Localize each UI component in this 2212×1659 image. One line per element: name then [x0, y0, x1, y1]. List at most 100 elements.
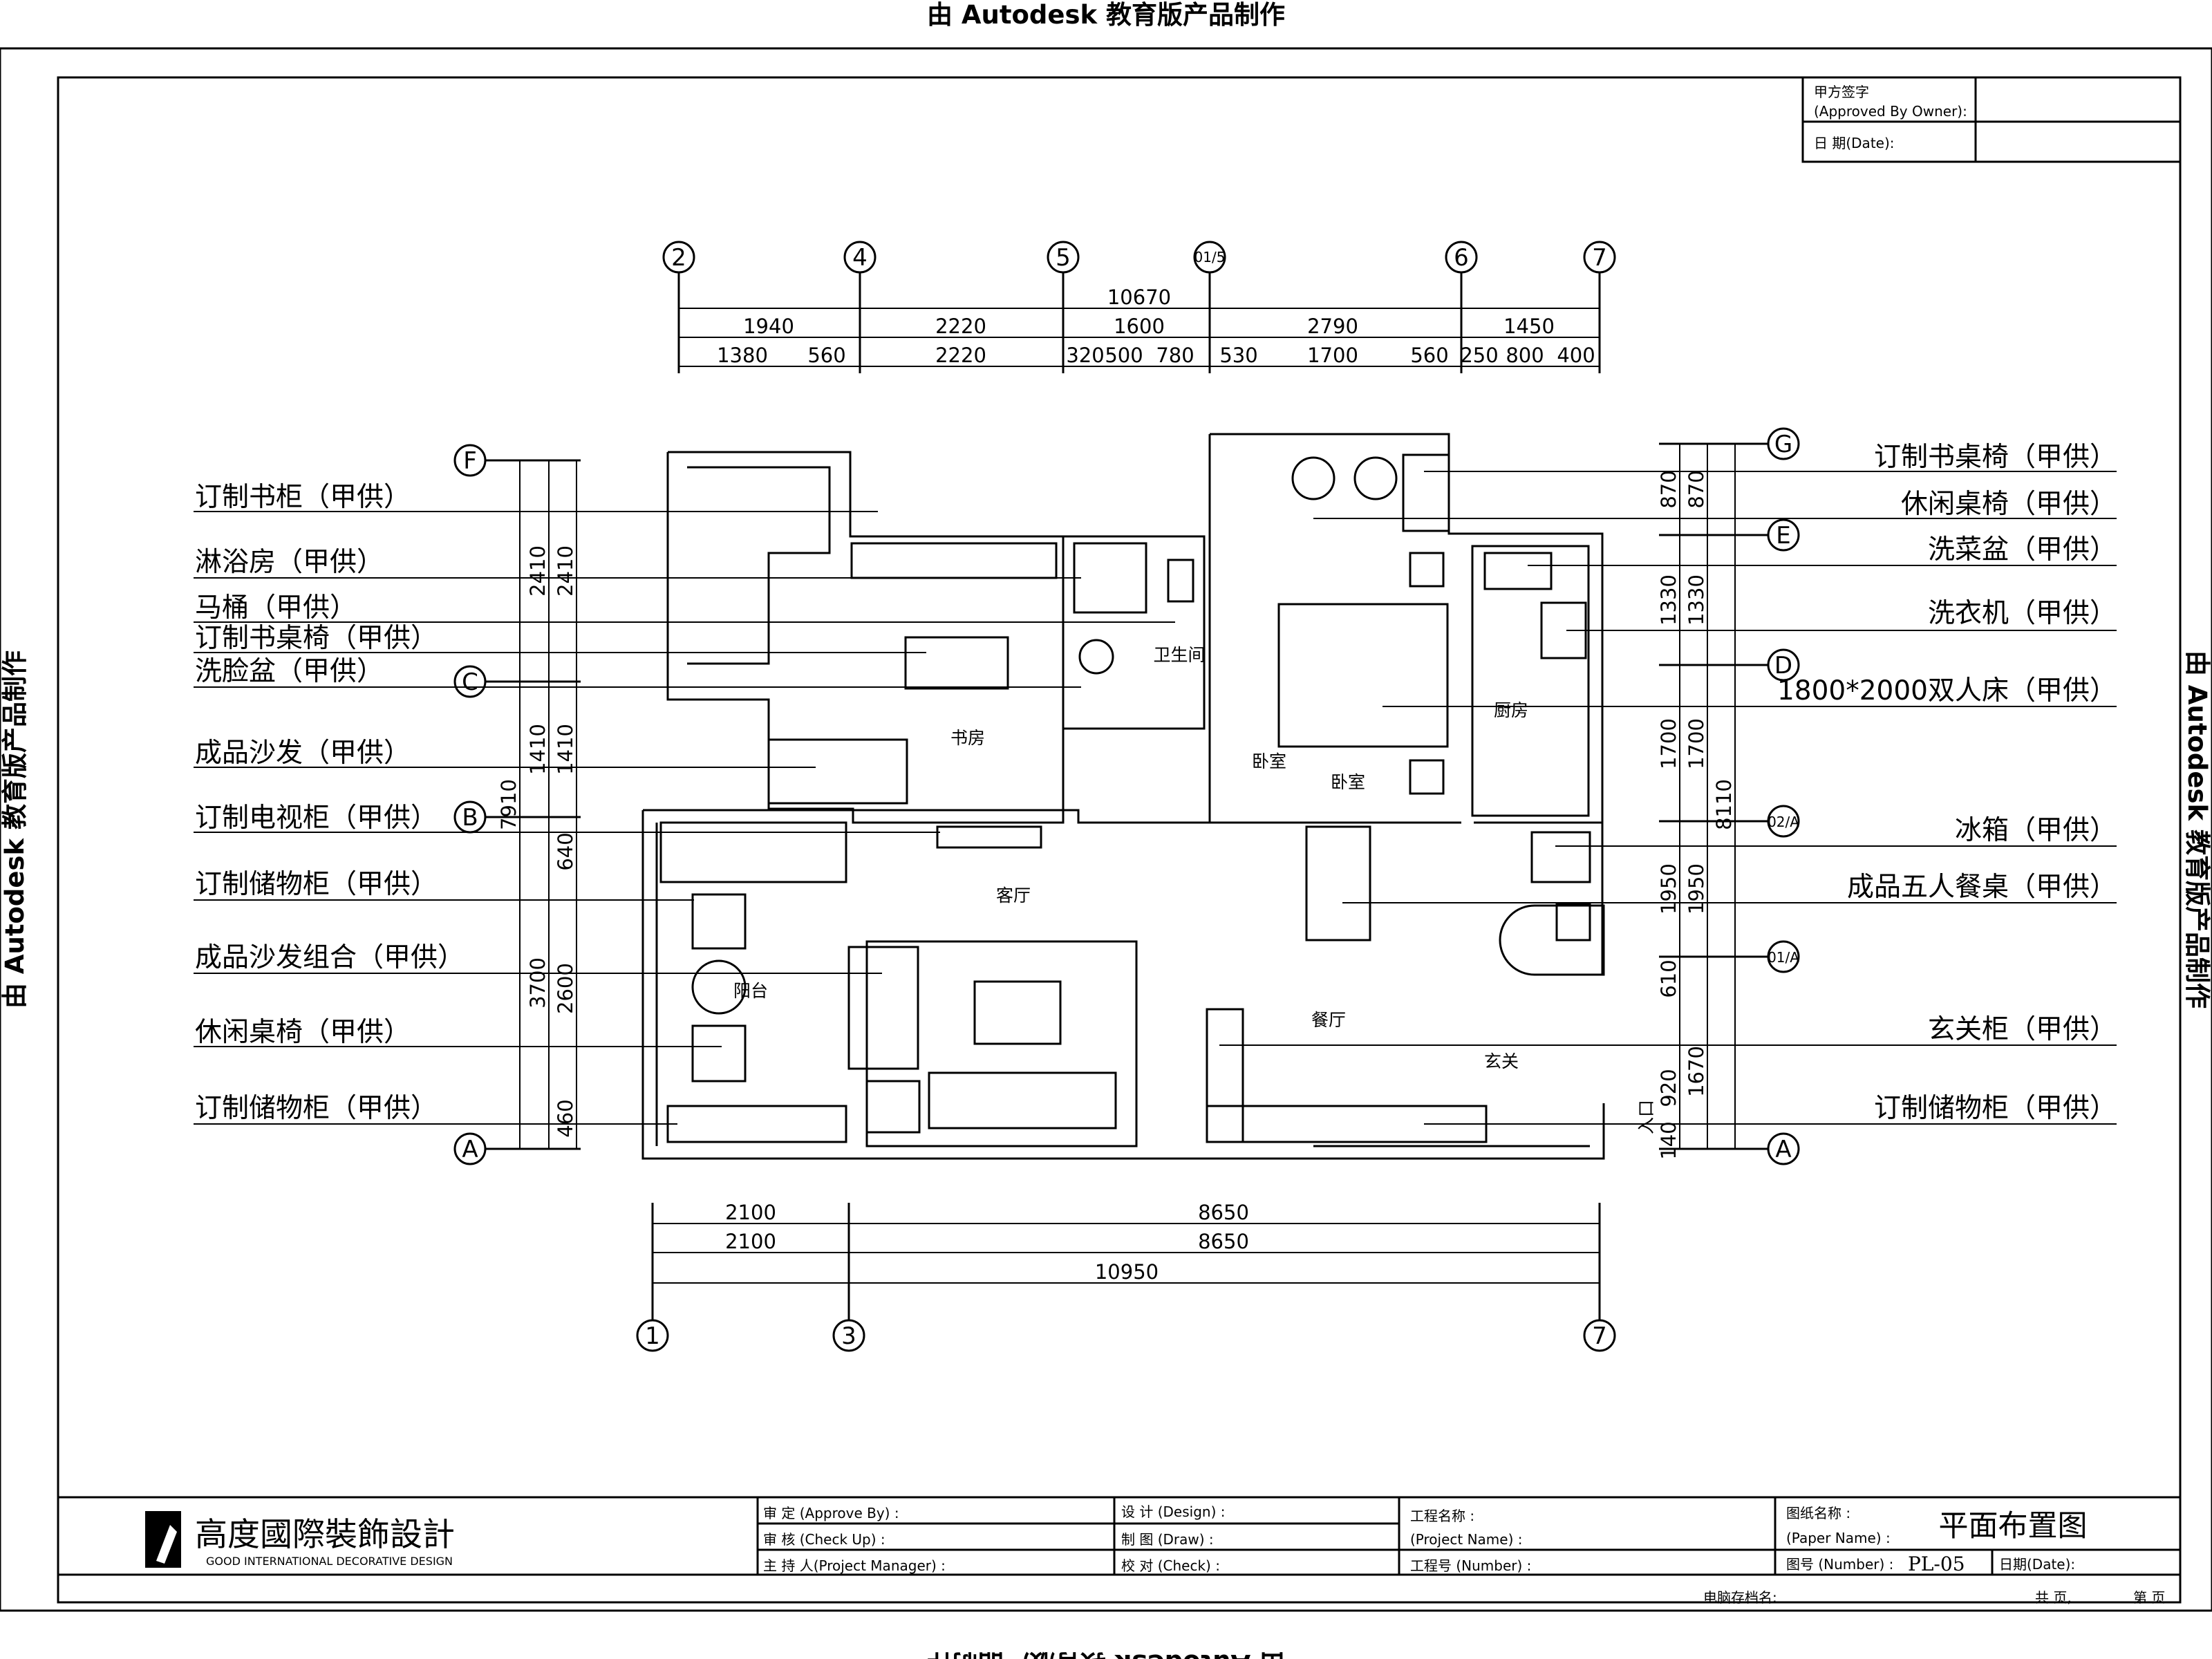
dim-top-530: 530	[1219, 344, 1257, 367]
company-name: 高度國際裝飾設計	[195, 1516, 455, 1554]
tb-manager: 主 持 人(Project Manager) :	[763, 1557, 946, 1574]
watermark-top: 由 Autodesk 教育版产品制作	[927, 0, 1285, 30]
tb-file: 电脑存档名:	[1703, 1589, 1777, 1606]
axis-top-6: 6	[1454, 244, 1469, 272]
label-right-desk-chair: 订制书桌椅（甲供）	[1874, 442, 2117, 473]
tb-paper-name-en: (Paper Name) :	[1786, 1530, 1891, 1546]
label-right-leisure-table: 休闲桌椅（甲供）	[1901, 489, 2117, 520]
company-name-en: GOOD INTERNATIONAL DECORATIVE DESIGN	[206, 1555, 453, 1568]
label-right-dining-table: 成品五人餐桌（甲供）	[1847, 872, 2117, 903]
axis-left-C: C	[462, 668, 478, 696]
room-entry: 入口	[1636, 1100, 1656, 1134]
floor-plan	[641, 433, 1605, 1160]
axis-top-4: 4	[852, 244, 868, 272]
dim-right-1670: 1670	[1685, 1046, 1708, 1097]
label-right-sink: 洗菜盆（甲供）	[1928, 534, 2117, 565]
dim-top-780: 780	[1156, 344, 1194, 367]
dim-top-1450: 1450	[1503, 315, 1555, 338]
owner-sign-label: 甲方签字	[1814, 84, 1869, 100]
dim-right-1700a: 1700	[1657, 718, 1680, 769]
tb-draw: 制 图 (Draw) :	[1121, 1531, 1214, 1548]
dim-right-870b: 870	[1685, 470, 1708, 508]
axis-right-A: A	[1775, 1136, 1791, 1163]
tb-checked: 校 对 (Check) :	[1121, 1557, 1220, 1574]
axis-right-G: G	[1774, 431, 1792, 458]
dim-left-2600: 2600	[554, 963, 577, 1014]
dim-top-560b: 560	[1410, 344, 1448, 367]
dim-right-870a: 870	[1657, 470, 1680, 508]
dim-top-800: 800	[1506, 344, 1544, 367]
dim-left-460: 460	[554, 1099, 577, 1137]
label-leisure-table: 休闲桌椅（甲供）	[195, 1017, 411, 1048]
dim-bottom-2100a: 2100	[725, 1201, 776, 1224]
tb-drawing-no: 图号 (Number) :	[1786, 1556, 1893, 1573]
outer-border	[0, 47, 2212, 1612]
dim-right-140: 140	[1657, 1121, 1680, 1159]
label-desk-chair: 订制书桌椅（甲供）	[195, 623, 438, 654]
label-custom-bookcase: 订制书柜（甲供）	[195, 482, 411, 513]
axis-bottom-3: 3	[841, 1322, 856, 1350]
dim-bottom-2100b: 2100	[725, 1230, 776, 1253]
label-storage-cabinet-b: 订制储物柜（甲供）	[195, 1093, 438, 1124]
axis-right-01A: 01/A	[1768, 949, 1799, 966]
room-foyer: 玄关	[1484, 1051, 1519, 1071]
dim-right-920: 920	[1657, 1069, 1680, 1107]
room-bath: 卫生间	[1153, 645, 1205, 665]
label-washbasin: 洗脸盆（甲供）	[195, 656, 384, 687]
tb-total-pages: 共 页,	[2035, 1589, 2072, 1606]
dim-top-2220b: 2220	[935, 344, 986, 367]
dim-top-1380: 1380	[717, 344, 768, 367]
axis-right	[1659, 427, 1800, 1165]
dim-left-1410a: 1410	[526, 724, 550, 775]
axis-right-D: D	[1774, 652, 1792, 679]
dim-right-610: 610	[1657, 959, 1680, 997]
label-right-washer: 洗衣机（甲供）	[1928, 598, 2117, 629]
dim-top-2220a: 2220	[935, 315, 986, 338]
axis-right-02A: 02/A	[1768, 814, 1799, 830]
owner-date-label: 日 期(Date):	[1814, 135, 1895, 151]
dim-left-2410a: 2410	[526, 545, 550, 597]
tb-project-no: 工程号 (Number) :	[1410, 1557, 1531, 1574]
watermark-bottom: 由 Autodesk 教育版产品制作	[927, 1649, 1285, 1659]
bottom-dimension-lines	[653, 1223, 1600, 1284]
dim-left-1410b: 1410	[554, 724, 577, 775]
label-right-bed: 1800*2000双人床（甲供）	[1777, 675, 2117, 706]
room-bedroom-b: 卧室	[1331, 772, 1365, 792]
dim-bottom-8650b: 8650	[1198, 1230, 1249, 1253]
room-dining: 餐厅	[1311, 1010, 1346, 1030]
room-study: 书房	[950, 728, 985, 748]
dim-bottom-8650a: 8650	[1198, 1201, 1249, 1224]
watermark-right: 由 Autodesk 教育版产品制作	[2182, 650, 2212, 1009]
tb-date: 日期(Date):	[1999, 1556, 2075, 1573]
drawing-frame	[57, 76, 2182, 1604]
axis-top-01-5: 01/5	[1194, 249, 1226, 265]
dim-top-1940: 1940	[743, 315, 794, 338]
room-bedroom-a: 卧室	[1252, 751, 1286, 771]
dim-top-overall: 10670	[1107, 285, 1171, 309]
axis-left-B: B	[462, 804, 478, 832]
left-dimension-lines	[519, 460, 577, 1149]
company-logo	[145, 1511, 181, 1568]
tb-paper-title: 平面布置图	[1939, 1509, 2088, 1544]
label-storage-cabinet-a: 订制储物柜（甲供）	[195, 869, 438, 900]
axis-top	[662, 241, 1616, 373]
axis-bottom	[636, 1203, 1616, 1352]
dim-left-3700: 3700	[526, 957, 550, 1009]
tb-drawing-no-value: PL-05	[1908, 1553, 1965, 1575]
tb-approve: 审 定 (Approve By) :	[763, 1505, 899, 1521]
label-right-foyer-cabinet: 玄关柜（甲供）	[1928, 1014, 2117, 1045]
axis-bottom-1: 1	[645, 1322, 660, 1350]
dim-top-1700: 1700	[1307, 344, 1358, 367]
label-right-fridge: 冰箱（甲供）	[1955, 815, 2117, 846]
dim-top-250: 250	[1460, 344, 1498, 367]
right-dimension-lines	[1679, 444, 1736, 1149]
dim-top-400: 400	[1557, 344, 1595, 367]
axis-left-F: F	[463, 447, 477, 475]
title-block	[57, 1496, 2182, 1576]
axis-bottom-7: 7	[1592, 1322, 1607, 1350]
room-balcony: 阳台	[733, 981, 768, 1001]
label-sofa: 成品沙发（甲供）	[195, 738, 411, 769]
label-shower-room: 淋浴房（甲供）	[195, 547, 384, 578]
dim-bottom-10950: 10950	[1095, 1260, 1159, 1284]
approval-box: 甲方签字 (Approved By Owner): 日 期(Date):	[1801, 76, 2182, 163]
